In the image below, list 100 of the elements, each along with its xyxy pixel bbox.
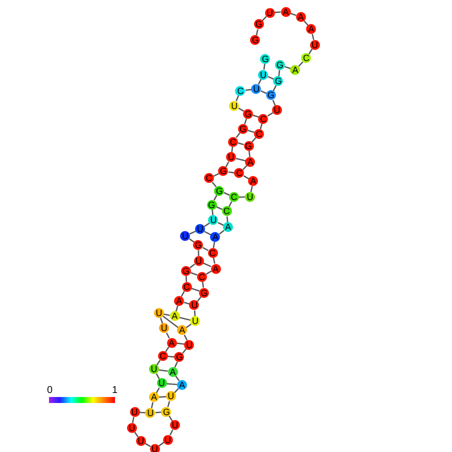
backbone-line — [166, 332, 170, 338]
backbone-line — [212, 182, 217, 188]
nucleotide-circle: U — [166, 391, 176, 402]
backbone-line — [212, 258, 216, 264]
nucleotide-circle: G — [238, 124, 248, 134]
backbone-line — [274, 11, 281, 14]
nucleotide-circle: G — [250, 35, 260, 46]
backbone-line — [263, 64, 266, 70]
nucleotide-circle: A — [290, 64, 300, 75]
backbone-line — [132, 416, 134, 423]
backbone-line — [284, 66, 291, 70]
backbone-line — [236, 132, 240, 138]
nucleotide-circle: A — [168, 366, 178, 377]
nucleotide-circle: U — [150, 444, 160, 452]
base-pair-line — [260, 90, 267, 94]
backbone-line — [251, 137, 256, 143]
nucleotide-circle: G — [243, 108, 254, 119]
base-pair-line — [224, 192, 230, 196]
backbone-line — [204, 222, 210, 228]
backbone-line — [190, 230, 196, 234]
backbone-line — [167, 401, 170, 408]
base-pair-line — [202, 246, 208, 252]
nucleotide-circle: G — [244, 140, 254, 151]
backbone-line — [180, 290, 185, 297]
backbone-line — [150, 402, 154, 408]
backbone-line — [202, 282, 204, 288]
base-pair-line — [204, 230, 212, 236]
backbone-line — [308, 48, 313, 54]
backbone-line — [225, 161, 230, 168]
base-pair-line — [190, 272, 198, 276]
backbone-line — [226, 216, 228, 222]
backbone-line — [184, 334, 188, 341]
nucleotide-circle: A — [210, 264, 221, 274]
scale-label: 1 — [112, 385, 118, 396]
nucleotide-circle: G — [254, 19, 264, 30]
backbone-line — [290, 12, 296, 16]
nucleotide-circle: C — [234, 168, 244, 178]
nucleotide-circle: U — [170, 420, 180, 430]
nucleotide-circle: A — [166, 338, 177, 348]
backbone-line — [272, 85, 277, 92]
backbone-line — [245, 88, 252, 91]
nucleotide-circle: U — [156, 378, 167, 388]
base-pair-line — [158, 396, 166, 398]
scale-label: 0 — [47, 385, 53, 396]
nucleotide-circle: U — [310, 40, 320, 50]
backbone-line — [272, 100, 276, 106]
backbone-line — [298, 62, 304, 67]
base-pair-line — [248, 130, 254, 134]
nucleotide-circle: U — [126, 422, 137, 433]
nucleotide-circle: U — [149, 364, 160, 374]
nucleotide-circle: U — [180, 230, 190, 241]
nucleotide-circle: C — [228, 192, 239, 202]
nucleotide-circle: U — [145, 408, 156, 418]
nucleotide-circle: A — [296, 12, 306, 22]
base-pair-line — [162, 316, 178, 328]
nucleotide-circle: C — [204, 173, 214, 184]
backbone-line — [244, 118, 248, 124]
nucleotide-circle: G — [193, 240, 204, 250]
backbone-line — [174, 362, 178, 368]
nucleotide-circle: U — [226, 152, 236, 162]
nucleotide-circle: C — [158, 350, 168, 361]
nucleotide-circle: C — [258, 114, 268, 124]
backbone-line — [194, 310, 196, 316]
nucleotide-circle: A — [148, 392, 159, 402]
nucleotide-circle: U — [184, 340, 194, 350]
base-pair-line — [179, 316, 190, 321]
nucleotide-circle: C — [208, 248, 218, 258]
backbone-line — [144, 442, 151, 447]
backbone-line — [169, 429, 174, 436]
backbone-line — [190, 264, 196, 268]
nucleotide-circle: G — [214, 186, 224, 196]
backbone-line — [164, 313, 170, 316]
nucleotide-circle: C — [301, 53, 312, 64]
backbone-line — [238, 108, 244, 112]
nucleotide-circle: U — [244, 192, 255, 202]
backbone-line — [278, 70, 280, 76]
nucleotide-circle: C — [222, 206, 232, 216]
backbone-line — [267, 112, 274, 116]
backbone-line — [156, 373, 160, 380]
nucleotide-circle: C — [182, 282, 192, 292]
nucleotide-circle: A — [280, 6, 291, 17]
nucleotide-circle: A — [248, 176, 258, 186]
backbone-line — [158, 442, 164, 446]
backbone-line — [236, 95, 240, 102]
nucleotide-circle: U — [258, 70, 268, 80]
nucleotide-circle: A — [223, 222, 234, 232]
base-pair-line — [218, 222, 224, 226]
nucleotide-circle: G — [260, 54, 270, 64]
nucleotide-circle: U — [162, 434, 173, 445]
nucleotide-circle: A — [306, 24, 316, 34]
nucleotide-circle: U — [229, 100, 240, 111]
base-pair-line — [228, 171, 234, 174]
nucleotide-circle: U — [264, 8, 275, 18]
backbone-line — [196, 296, 202, 302]
nucleotide-circle: G — [206, 200, 217, 210]
backbone-line — [250, 186, 253, 192]
backbone-line — [256, 29, 258, 36]
base-pair-line — [203, 262, 212, 268]
base-pair-line — [166, 383, 178, 386]
backbone-line — [248, 150, 250, 157]
